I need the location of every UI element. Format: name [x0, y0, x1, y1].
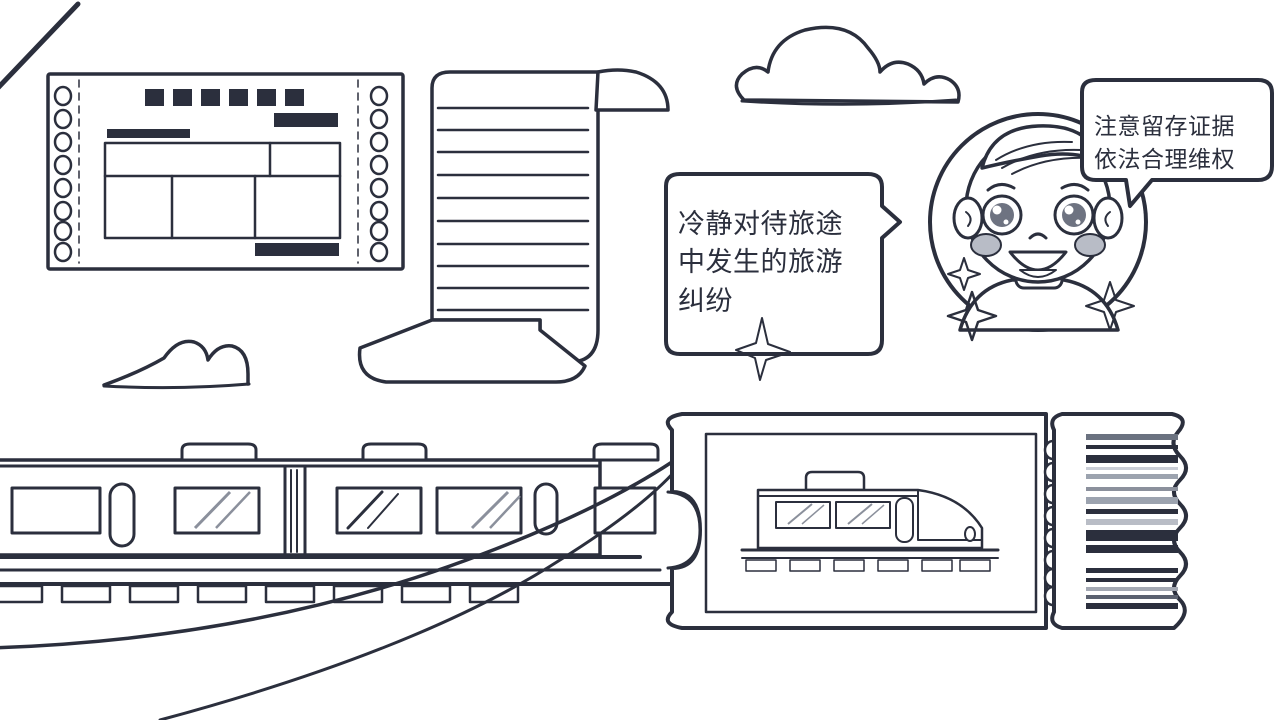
- speech-bubble-character: [1080, 78, 1274, 208]
- speech-bubble-narration-text: 冷静对待旅途 中发生的旅游 纠纷: [678, 209, 843, 316]
- swoosh-curve: [0, 460, 678, 720]
- paper-scroll: [357, 68, 670, 384]
- sparkle-icon: [1085, 281, 1135, 331]
- speech-bubble-narration: [664, 172, 902, 381]
- cloud-large: [734, 25, 961, 106]
- form-holes-right: [369, 85, 389, 263]
- form-bar-left: [107, 129, 190, 138]
- form-holes-left: [53, 85, 73, 263]
- sparkle-icon: [735, 317, 791, 381]
- perforated-form: [46, 72, 405, 271]
- train-side: [0, 442, 682, 604]
- speech-bubble-character-text: 注意留存证据 依法合理维权: [1094, 113, 1235, 172]
- ticket-barcode: [1086, 434, 1178, 609]
- train-coupling: [283, 464, 307, 557]
- train-ticket: [665, 412, 1188, 630]
- form-bar-right: [274, 113, 338, 127]
- scroll-ruled-lines: [436, 106, 590, 312]
- ticket-train-sleepers: [745, 559, 991, 572]
- train-sleepers: [0, 584, 520, 604]
- cloud-small: [102, 339, 251, 390]
- train-windows: [10, 486, 657, 535]
- ticket-train-graphic: [740, 470, 1000, 572]
- form-table: [103, 141, 342, 240]
- form-bar-bottom: [255, 243, 339, 256]
- form-header-squares: [145, 89, 304, 106]
- sparkle-icon: [946, 290, 998, 342]
- corner-stroke: [0, 1, 81, 90]
- sparkle-icon: [947, 257, 981, 291]
